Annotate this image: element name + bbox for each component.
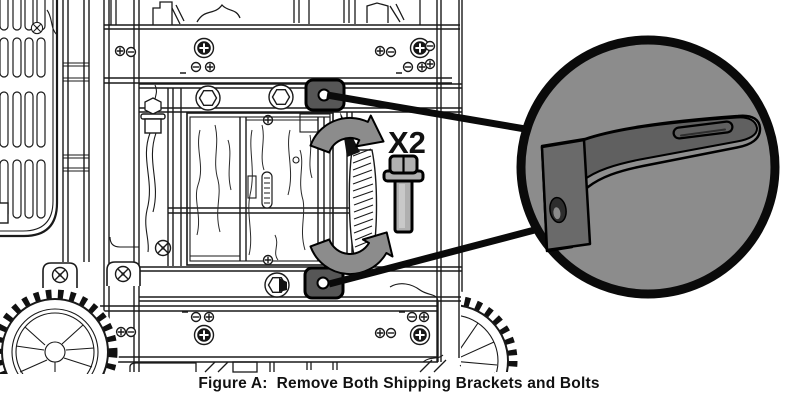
shipping-bracket-icon: [540, 114, 762, 253]
ladder-frame: [62, 0, 90, 262]
top-cross-rail: [104, 24, 460, 84]
rail-bolt: [268, 84, 294, 110]
callout-leader-lines: [326, 91, 547, 288]
frame-bolt: [193, 37, 215, 59]
generator-line-art: X2: [0, 0, 780, 374]
louvered-side-panel: [0, 0, 59, 238]
right-wheel: [461, 291, 522, 372]
right-frame-edge: [389, 0, 463, 363]
lower-curved-arrow: [309, 231, 394, 276]
frame-posts: [0, 0, 140, 372]
figure-caption: Figure A: Remove Both Shipping Brackets …: [198, 375, 600, 392]
upper-curved-arrow: [309, 114, 385, 154]
lower-leader-line: [328, 223, 547, 288]
engine-block: [140, 84, 353, 266]
upper-leader-line: [326, 91, 538, 135]
frame-bolt: [193, 324, 215, 346]
bracket-hole: [549, 196, 567, 224]
vent-slots: [0, 0, 46, 219]
bolt-hole: [316, 276, 330, 290]
bottom-cross-rail: [100, 302, 439, 363]
rail-bolt: [195, 85, 221, 111]
lower-bracket-rail: [139, 254, 462, 302]
magnifier-callout: [516, 35, 780, 299]
generator-frame: [0, 0, 522, 374]
tire-tread: [461, 296, 518, 372]
upper-bracket-rail: [139, 83, 462, 126]
removal-arrows: [309, 114, 394, 276]
flange-bolt-icon: [382, 154, 425, 234]
rail-bolt: [264, 272, 290, 298]
tire-tread: [0, 289, 118, 374]
shipping-bracket-mounts: [303, 78, 346, 300]
wheel-mount-tabs: [42, 261, 141, 288]
engine-detail-lines: [195, 124, 313, 261]
quantity-label: X2: [388, 125, 426, 160]
wheel-spokes: [15, 324, 95, 373]
top-edge-details: [110, 0, 421, 25]
wheel-spokes: [461, 322, 498, 366]
left-wheel: [0, 288, 119, 374]
bracket-slot: [672, 120, 734, 140]
frame-bolt: [409, 324, 431, 346]
panel-screw: [30, 21, 44, 35]
